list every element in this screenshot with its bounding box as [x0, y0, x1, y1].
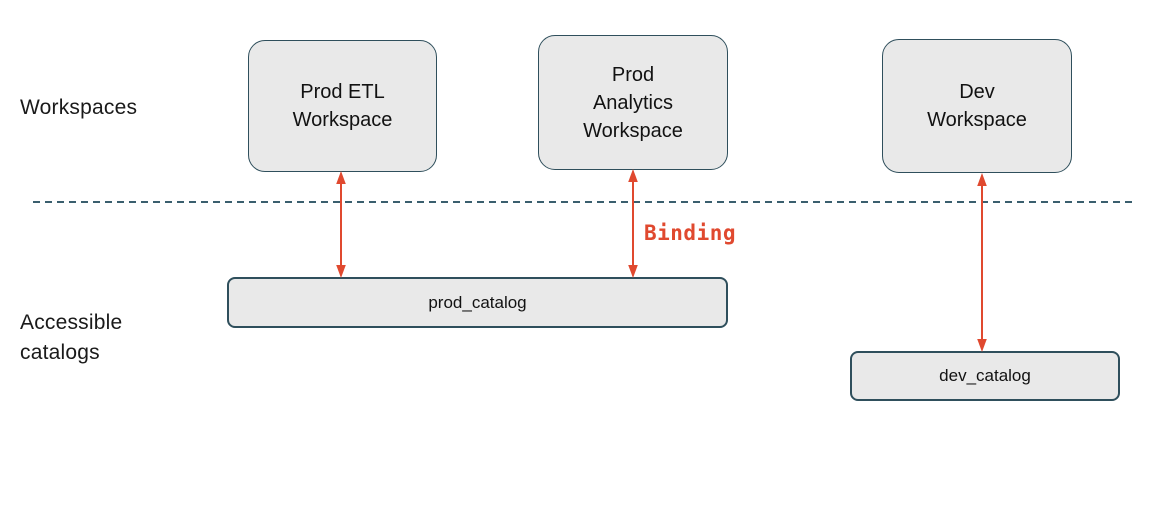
- workspaces-row-label: Workspaces: [20, 96, 138, 119]
- catalog-box-dev-catalog: dev_catalog: [850, 351, 1120, 401]
- workspace-box-prod-etl: Prod ETL Workspace: [248, 40, 437, 172]
- accessible-catalogs-row-label: Accessible catalogs: [20, 311, 123, 364]
- workspace-box-prod-analytics-label: Prod Analytics Workspace: [583, 63, 683, 142]
- catalog-box-dev-catalog-label: dev_catalog: [939, 366, 1031, 385]
- binding-arrow-prod-analytics-to-prod-catalog: [628, 169, 638, 278]
- workspace-box-prod-analytics: Prod Analytics Workspace: [538, 35, 728, 170]
- binding-label: Binding: [644, 221, 737, 245]
- catalog-box-prod-catalog-label: prod_catalog: [428, 292, 527, 312]
- workspace-box-dev-label: Dev Workspace: [927, 81, 1027, 131]
- catalog-box-prod-catalog: prod_catalog: [227, 277, 728, 328]
- arrow-dev-to-dev-catalog: [977, 173, 987, 352]
- arrow-prod-etl-to-prod-catalog: [336, 171, 346, 278]
- workspace-box-dev: Dev Workspace: [882, 39, 1072, 173]
- workspace-box-prod-etl-label: Prod ETL Workspace: [292, 81, 393, 131]
